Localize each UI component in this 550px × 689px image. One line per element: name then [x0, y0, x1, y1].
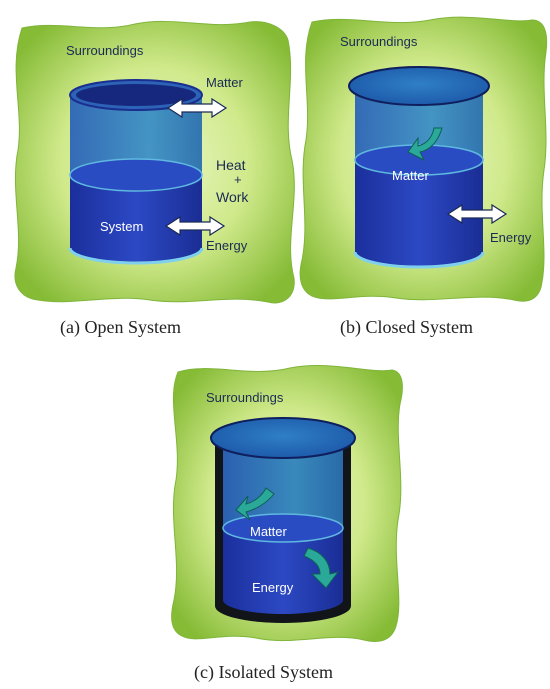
open-cylinder-base-highlight [68, 247, 204, 265]
isolated-cylinder-water-surface [222, 513, 344, 543]
isolated-matter-label: Matter [250, 524, 288, 539]
closed-energy-arrow-icon [446, 203, 508, 225]
closed-cylinder-water-surface [354, 144, 484, 176]
closed-system-cylinder [348, 66, 490, 269]
open-heat-label: Heat [216, 157, 246, 173]
closed-system-caption: (b) Closed System [340, 317, 473, 338]
open-energy-label: Energy [206, 238, 248, 253]
closed-energy-label: Energy [490, 230, 532, 245]
closed-matter-curved-arrow-icon [407, 127, 443, 162]
open-cylinder-lower-body [70, 175, 202, 263]
closed-surroundings-label: Surroundings [340, 34, 418, 49]
closed-cylinder-base-highlight [353, 251, 485, 269]
open-energy-arrow-icon [164, 215, 226, 237]
isolated-cylinder-lid [210, 417, 356, 459]
isolated-system-caption: (c) Isolated System [194, 662, 333, 683]
isolated-surroundings-label: Surroundings [206, 390, 284, 405]
panel-open-system: Surroundings Matter Heat + Work System E… [14, 20, 295, 338]
isolated-energy-label: Energy [252, 580, 294, 595]
open-matter-arrow-icon [166, 97, 228, 119]
closed-cylinder-lid [348, 66, 490, 106]
closed-matter-label: Matter [392, 168, 430, 183]
panel-isolated-system: Surroundings Matter Energy (c) Isolated … [171, 365, 403, 683]
open-cylinder-upper-body [70, 95, 202, 175]
panel-closed-system: Surroundings Matter Energy (b) Closed Sy… [299, 16, 548, 338]
open-system-caption: (a) Open System [60, 317, 181, 338]
open-system-cylinder [68, 79, 204, 265]
open-plus-label: + [234, 172, 242, 187]
isolated-energy-curved-arrow-icon [303, 547, 340, 589]
open-matter-label: Matter [206, 75, 244, 90]
open-cylinder-opening [76, 84, 196, 106]
open-surroundings-label: Surroundings [66, 43, 144, 58]
closed-cylinder-lower-body [355, 160, 483, 267]
open-cylinder-water-surface [69, 158, 203, 192]
closed-cylinder-upper-body [355, 88, 483, 160]
open-system-label: System [100, 219, 143, 234]
open-work-label: Work [216, 189, 249, 205]
isolated-matter-curved-arrow-icon [235, 487, 275, 521]
